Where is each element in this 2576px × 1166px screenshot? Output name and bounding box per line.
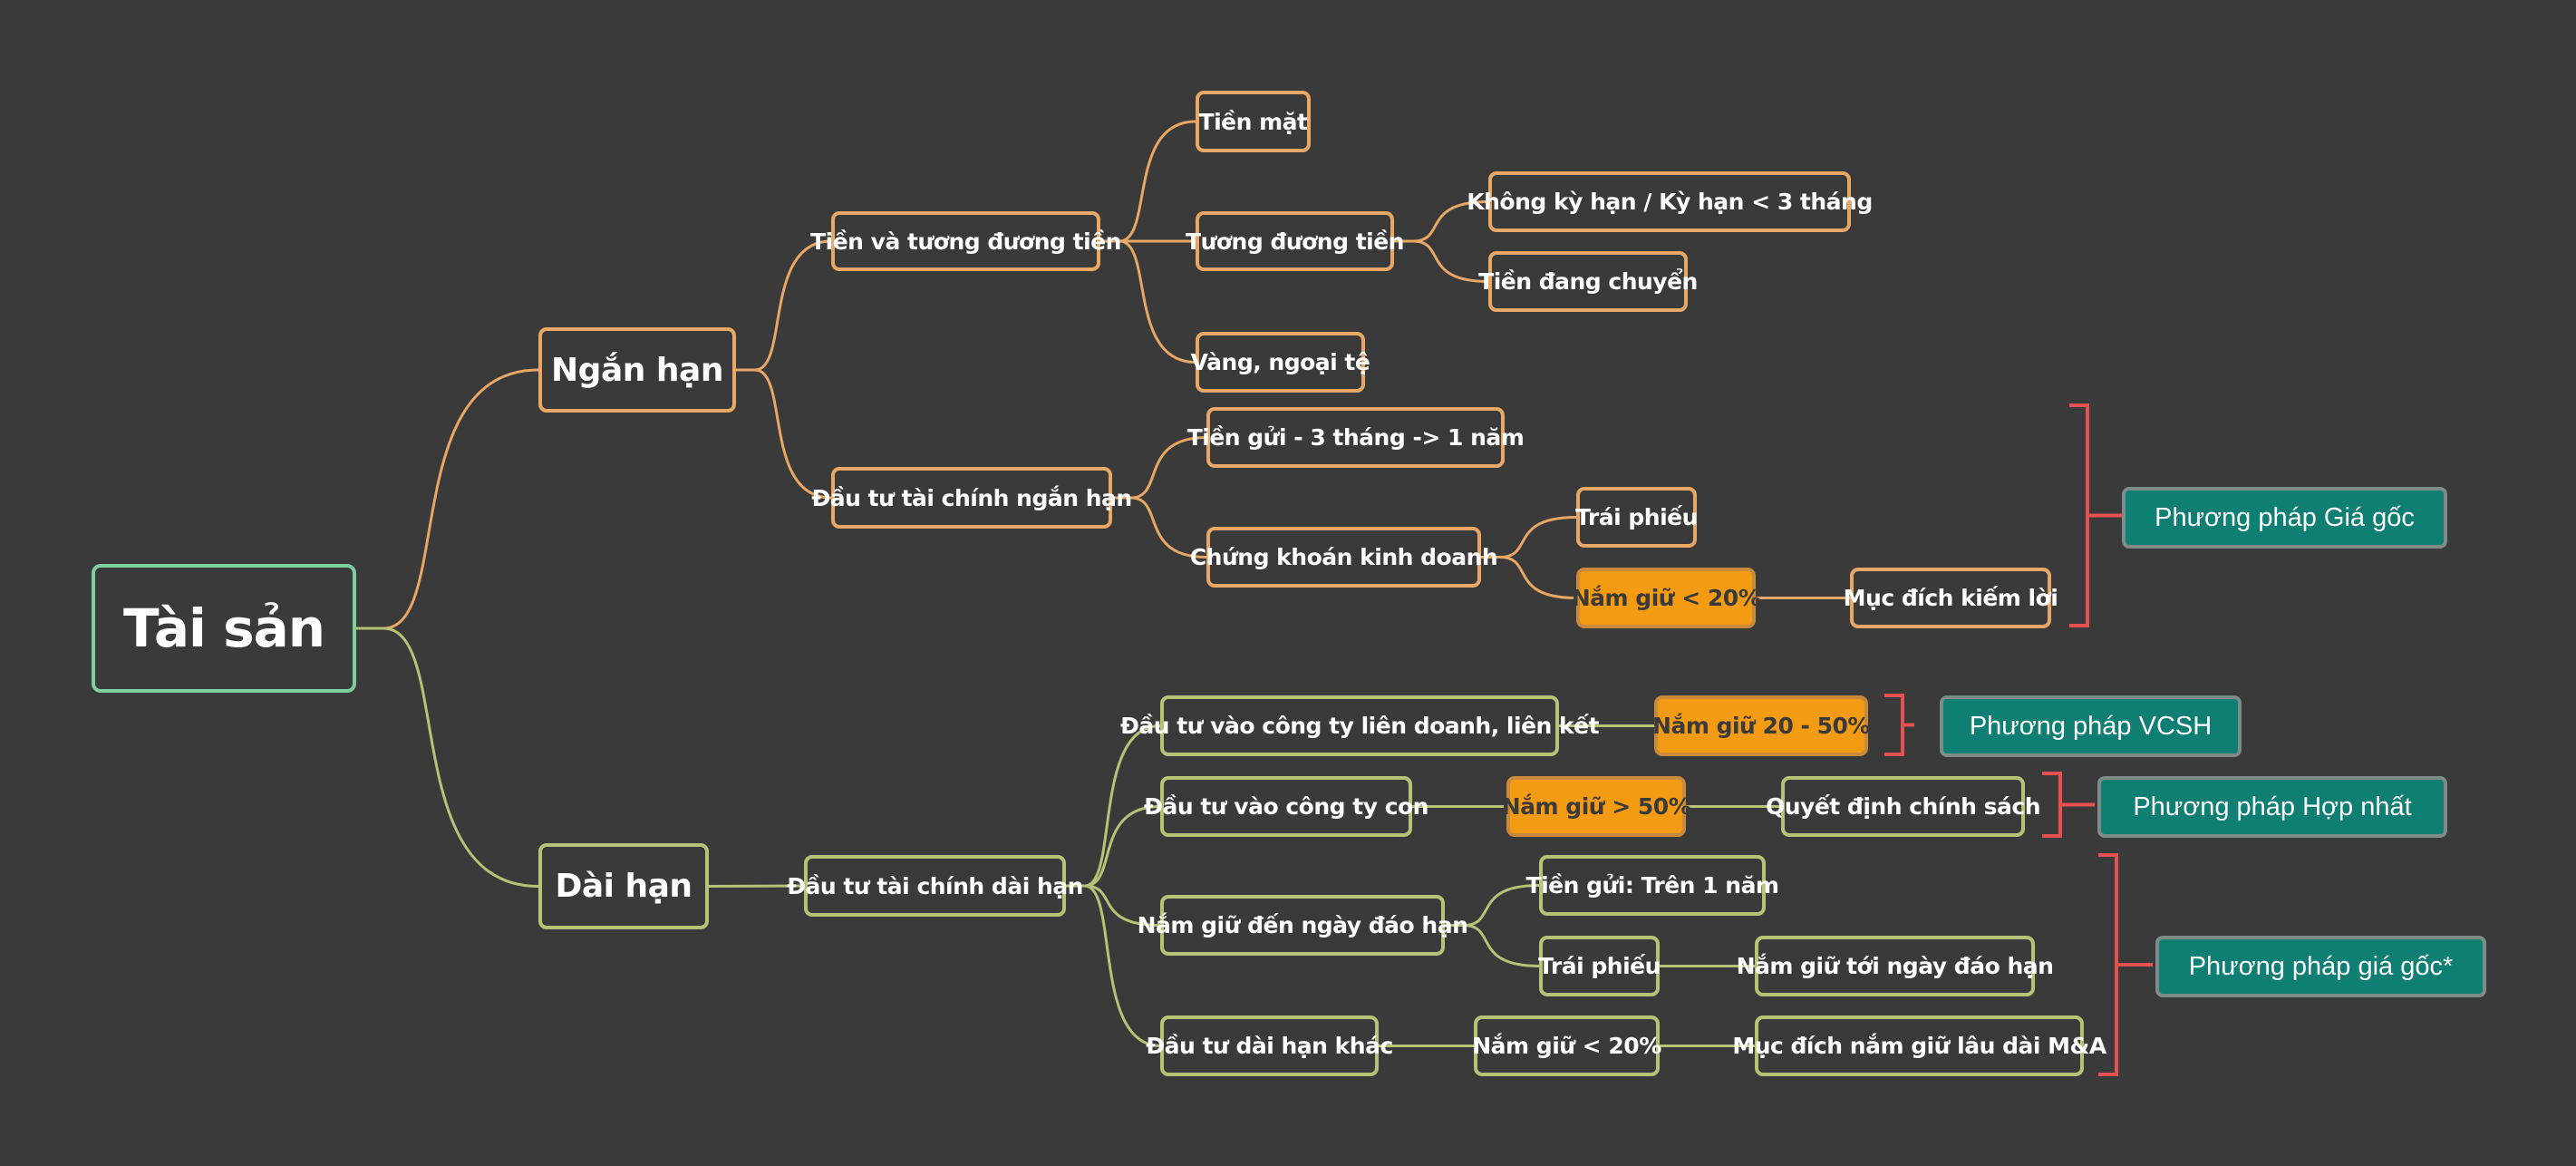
connector-line <box>356 627 539 888</box>
consolidation-method-label[interactable]: Phương pháp Hợp nhất <box>2097 776 2447 838</box>
hold-to-maturity-note-node[interactable]: Nắm giữ tới ngày đáo hạn <box>1737 936 2054 996</box>
holding-20-50-node[interactable]: Nắm giữ 20 - 50% <box>1652 695 1870 756</box>
demand-deposits-node[interactable]: Không kỳ hạn / Kỳ hạn < 3 tháng <box>1467 171 1873 232</box>
gold-foreign-currency-node[interactable]: Vàng, ngoại tệ <box>1191 332 1370 393</box>
short-term-node[interactable]: Ngắn hạn <box>538 327 736 413</box>
connector-line <box>1394 239 1489 283</box>
long-term-node[interactable]: Dài hạn <box>538 843 709 929</box>
holding-over-50-node[interactable]: Nắm giữ > 50% <box>1502 776 1691 837</box>
connector-line <box>736 239 832 372</box>
connector-line <box>1100 120 1196 243</box>
cash-on-hand-node[interactable]: Tiền mặt <box>1196 91 1311 152</box>
cash-equivalents-node[interactable]: Tương đương tiền <box>1186 211 1404 271</box>
profit-purpose-node[interactable]: Mục đích kiếm lời <box>1844 568 2058 628</box>
root-node[interactable]: Tài sản <box>92 564 356 693</box>
connector-line <box>1100 239 1196 364</box>
other-holding-under-20-node[interactable]: Nắm giữ < 20% <box>1472 1015 1661 1076</box>
joint-venture-investment-node[interactable]: Đầu tư vào công ty liên doanh, liên kết <box>1120 695 1600 756</box>
short-term-bonds-node[interactable]: Trái phiếu <box>1575 487 1698 548</box>
short-term-deposits-node[interactable]: Tiền gửi - 3 tháng -> 1 năm <box>1187 407 1525 468</box>
bracket <box>1884 694 1914 756</box>
connector-line <box>356 368 539 630</box>
cost-star-method-label[interactable]: Phương pháp giá gốc* <box>2155 936 2486 997</box>
cash-in-transit-node[interactable]: Tiền đang chuyển <box>1478 251 1698 312</box>
cash-and-equivalents-node[interactable]: Tiền và tương đương tiền <box>810 211 1121 271</box>
bracket <box>2042 772 2095 838</box>
long-term-bonds-node[interactable]: Trái phiếu <box>1538 936 1661 996</box>
long-term-ma-purpose-node[interactable]: Mục đích nắm giữ lâu dài M&A <box>1732 1015 2106 1076</box>
long-term-deposits-node[interactable]: Tiền gửi: Trên 1 năm <box>1526 855 1779 916</box>
subsidiary-investment-node[interactable]: Đầu tư vào công ty con <box>1144 776 1428 837</box>
trading-securities-node[interactable]: Chứng khoán kinh doanh <box>1190 527 1498 588</box>
policy-control-node[interactable]: Quyết định chính sách <box>1766 776 2041 837</box>
bracket <box>2069 403 2122 627</box>
connector-line <box>736 368 832 500</box>
holding-under-20-node[interactable]: Nắm giữ < 20% <box>1572 568 1761 628</box>
long-term-investment-node[interactable]: Đầu tư tài chính dài hạn <box>787 855 1083 917</box>
held-to-maturity-node[interactable]: Nắm giữ đến ngày đáo hạn <box>1138 895 1468 956</box>
bracket <box>2098 853 2153 1076</box>
cost-method-label[interactable]: Phương pháp Giá gốc <box>2122 487 2447 549</box>
other-long-term-investment-node[interactable]: Đầu tư dài hạn khác <box>1146 1015 1393 1076</box>
connector-line <box>1066 884 1161 1047</box>
equity-method-label[interactable]: Phương pháp VCSH <box>1940 695 2242 757</box>
short-term-investment-node[interactable]: Đầu tư tài chính ngắn hạn <box>811 467 1132 529</box>
